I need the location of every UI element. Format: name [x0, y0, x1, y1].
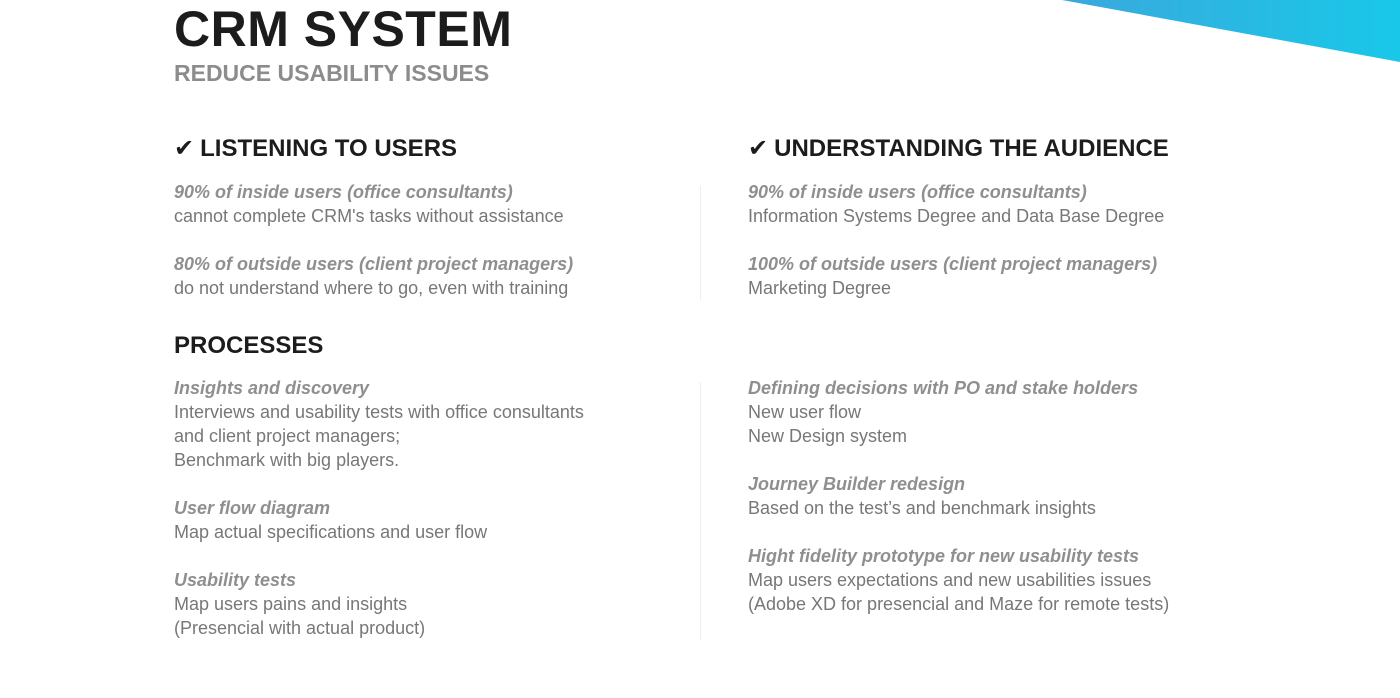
process-title: Defining decisions with PO and stake hol…	[748, 378, 1139, 398]
process-title: Insights and discovery	[174, 378, 370, 398]
process-title: Usability tests	[174, 570, 297, 590]
stat-detail: Marketing Degree	[748, 278, 892, 298]
process-detail: New Design system	[748, 426, 908, 446]
process-block: Hight fidelity prototype for new usabili…	[748, 544, 1268, 616]
page-title: CRM SYSTEM	[174, 1, 513, 57]
process-detail: New user flow	[748, 402, 862, 422]
stat-lead: 90% of inside users (office consultants)	[174, 182, 513, 202]
process-detail: Map users expectations and new usabiliti…	[748, 570, 1152, 590]
stat-detail: Information Systems Degree and Data Base…	[748, 206, 1165, 226]
process-title: Journey Builder redesign	[748, 474, 966, 494]
stat-lead: 90% of inside users (office consultants)	[748, 182, 1087, 202]
stat-block: 100% of outside users (client project ma…	[748, 252, 1268, 300]
process-detail: Benchmark with big players.	[174, 450, 400, 470]
section-heading-processes: PROCESSES	[174, 332, 324, 359]
stat-block: 90% of inside users (office consultants)…	[748, 180, 1268, 228]
process-detail: Interviews and usability tests with offi…	[174, 402, 584, 422]
process-detail: Map users pains and insights	[174, 594, 408, 614]
heading-label: LISTENING TO USERS	[200, 135, 458, 162]
section-heading-audience: ✔UNDERSTANDING THE AUDIENCE	[748, 134, 1169, 164]
process-detail: and client project managers;	[174, 426, 401, 446]
process-block: Insights and discovery Interviews and us…	[174, 376, 694, 472]
stat-block: 80% of outside users (client project man…	[174, 252, 694, 300]
stat-lead: 80% of outside users (client project man…	[174, 254, 574, 274]
column-divider	[700, 382, 701, 640]
stat-block: 90% of inside users (office consultants)…	[174, 180, 694, 228]
process-detail: Map actual specifications and user flow	[174, 522, 488, 542]
heading-label: UNDERSTANDING THE AUDIENCE	[774, 135, 1169, 162]
page-subtitle: REDUCE USABILITY ISSUES	[174, 60, 490, 86]
stat-detail: do not understand where to go, even with…	[174, 278, 569, 298]
process-block: Journey Builder redesign Based on the te…	[748, 472, 1268, 520]
process-block: User flow diagram Map actual specificati…	[174, 496, 694, 544]
process-title: User flow diagram	[174, 498, 331, 518]
process-title: Hight fidelity prototype for new usabili…	[748, 546, 1140, 566]
process-block: Usability tests Map users pains and insi…	[174, 568, 694, 640]
process-block: Defining decisions with PO and stake hol…	[748, 376, 1268, 448]
column-divider	[700, 186, 701, 300]
section-heading-listening: ✔LISTENING TO USERS	[174, 134, 457, 164]
process-detail: (Adobe XD for presencial and Maze for re…	[748, 594, 1170, 614]
accent-shape	[1062, 0, 1400, 62]
stat-detail: cannot complete CRM's tasks without assi…	[174, 206, 564, 226]
checkmark-icon: ✔	[748, 135, 769, 162]
stat-lead: 100% of outside users (client project ma…	[748, 254, 1158, 274]
process-detail: (Presencial with actual product)	[174, 618, 426, 638]
process-detail: Based on the test’s and benchmark insigh…	[748, 498, 1096, 518]
checkmark-icon: ✔	[174, 135, 195, 162]
